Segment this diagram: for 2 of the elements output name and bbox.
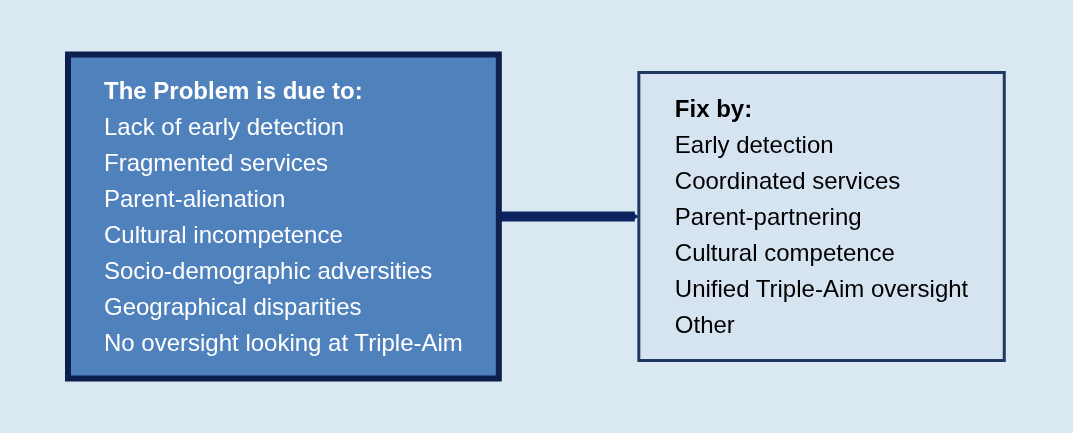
list-box: Fix by: Early detection Coordinated services Parent-partnering Cultural competence Unified Triple-Aim oversight Other: [637, 71, 1007, 362]
list-box: The Problem is due to: Lack of early detection Fragmented services Parent-alienation Cultural incompetence Socio-demographic adversities Geographical disparities No oversight looking at Triple-Aim: [65, 51, 503, 382]
